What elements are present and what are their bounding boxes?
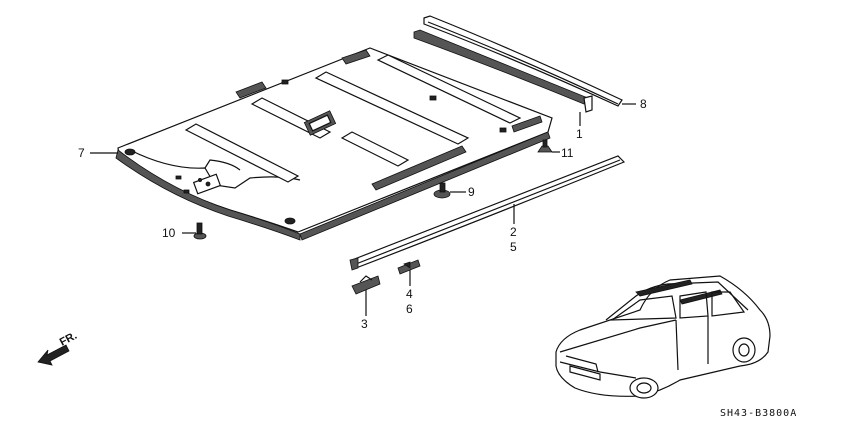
callout-7: 7 [78,146,85,160]
front-direction-label: FR. [58,330,79,349]
callout-labels: 7 8 1 11 9 10 2 5 4 6 3 [78,97,647,331]
clip-10-part [193,222,207,240]
callout-4: 4 [406,287,413,301]
leader-lines [90,103,636,316]
front-arrow-icon [37,344,70,366]
clip-9-part [433,182,451,199]
callout-6: 6 [406,302,413,316]
headliner-panel [115,47,553,241]
callout-1: 1 [576,127,583,141]
callout-2: 2 [510,225,517,239]
callout-8: 8 [640,97,647,111]
callout-10: 10 [162,226,176,240]
callout-11: 11 [561,146,574,160]
callout-9: 9 [468,185,475,199]
diagram-code: SH43-B3800A [720,408,797,419]
roof-molding-upper [413,15,623,113]
callout-5: 5 [510,240,517,254]
bracket-3-part [351,275,381,295]
bracket-4-part [397,259,421,275]
front-direction-indicator: FR. [37,330,79,366]
roof-trim-strip [349,155,626,271]
callout-3: 3 [361,317,368,331]
car-reference-illustration [555,275,771,399]
clip-11-part [537,139,553,153]
